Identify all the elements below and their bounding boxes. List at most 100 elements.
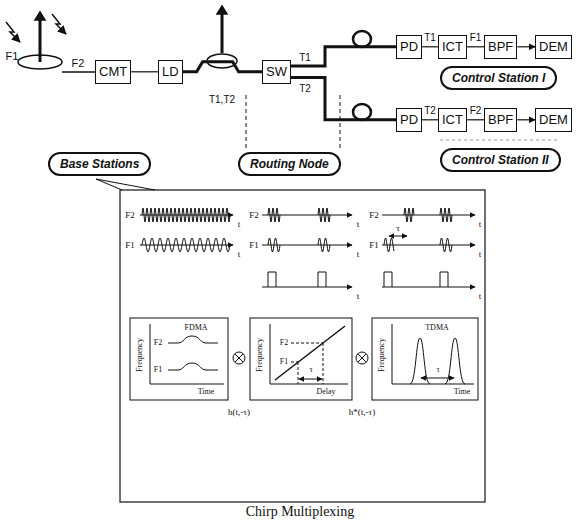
graph-label: F1 xyxy=(154,366,162,374)
fiber-link xyxy=(291,47,396,66)
node-text: Base Stations xyxy=(60,157,139,171)
edge-label: T1 xyxy=(298,53,312,63)
antenna-tip xyxy=(217,6,227,14)
signal-line xyxy=(422,46,438,47)
radio-wave xyxy=(6,22,20,42)
node-text: Control Station II xyxy=(452,153,549,167)
graph-label: F1 xyxy=(125,241,135,250)
edge-label: F2 xyxy=(469,106,483,116)
guide-line xyxy=(291,362,298,363)
process-box: ICT xyxy=(438,108,467,132)
graph-label: F2 xyxy=(369,211,379,220)
graph-label: F2 xyxy=(249,211,259,220)
process-box: PD xyxy=(396,35,422,59)
gate-pulse xyxy=(384,272,448,287)
fdma-curve xyxy=(168,336,218,343)
station-label: Control Station II xyxy=(440,148,561,172)
multiply-symbol xyxy=(356,352,368,364)
graph-label: Time xyxy=(454,388,471,396)
divider-line xyxy=(340,95,341,148)
graph-label: τ xyxy=(309,366,312,374)
delay-arrow xyxy=(421,378,454,379)
graph-label: t xyxy=(479,220,482,229)
node-text: SW xyxy=(266,64,287,80)
base-station-antenna xyxy=(6,12,95,72)
graph-label: F2 xyxy=(280,339,288,347)
signal-name: F2 xyxy=(72,58,85,69)
routing-antenna xyxy=(207,6,237,68)
process-box: LD xyxy=(158,60,183,84)
edge-label: T2 xyxy=(298,84,312,94)
waveform xyxy=(268,238,280,252)
inset-frame xyxy=(120,190,485,502)
delay-arrow xyxy=(389,236,407,237)
process-box: CMT xyxy=(95,60,131,84)
fiber-coil xyxy=(353,31,371,47)
multiply-symbol xyxy=(235,354,243,362)
edge-label: T1 xyxy=(423,33,437,43)
graph-label: Frequency xyxy=(378,338,386,372)
node-text: DEM xyxy=(539,112,568,128)
time-axes xyxy=(140,215,475,287)
waveform xyxy=(318,208,330,222)
graph-label: t xyxy=(357,250,360,259)
waveform xyxy=(318,238,330,252)
graph-panels xyxy=(130,318,478,400)
waveform xyxy=(142,208,230,222)
edge-label: F1 xyxy=(469,33,483,43)
graph-label: t xyxy=(479,292,482,301)
divider-line xyxy=(440,140,560,141)
graph-axes xyxy=(150,324,224,384)
waveforms xyxy=(142,208,452,252)
graph-label: F1 xyxy=(369,241,379,250)
time-axis xyxy=(382,287,475,288)
radio-wave xyxy=(52,14,66,34)
waveform xyxy=(384,238,394,252)
delay-arrow xyxy=(299,379,322,380)
process-box: PD xyxy=(396,108,422,132)
section-label: Base Stations xyxy=(48,152,151,176)
callout-line xyxy=(96,179,155,190)
signal-line xyxy=(131,71,158,72)
graph-axes xyxy=(270,324,348,384)
graph-label: t xyxy=(479,250,482,259)
process-box: DEM xyxy=(535,35,572,59)
graph-label: τ xyxy=(436,366,439,374)
graph-label: TDMA xyxy=(425,324,449,332)
signal-line xyxy=(517,119,535,120)
node-text: PD xyxy=(400,39,418,55)
node-text: Routing Node xyxy=(250,157,329,171)
node-text: ICT xyxy=(442,39,463,55)
signal-line xyxy=(422,119,438,120)
graph-label: F1 xyxy=(280,358,288,366)
antenna-tip xyxy=(35,12,45,20)
graph-label: h(t,-τ) xyxy=(228,408,250,417)
graph-frame xyxy=(250,318,352,400)
graph-label: t xyxy=(357,292,360,301)
node-text: DEM xyxy=(539,39,568,55)
waveform xyxy=(268,208,280,222)
section-label: Routing Node xyxy=(238,152,341,176)
graph-label: τ xyxy=(396,224,400,233)
fiber-link xyxy=(291,78,396,120)
graph-label: F1 xyxy=(249,241,259,250)
waveform xyxy=(404,208,414,222)
antenna-mast xyxy=(221,14,224,53)
time-axis xyxy=(382,245,475,246)
figure-caption: Chirp Multiplexing xyxy=(246,505,355,519)
waveform xyxy=(440,238,452,252)
process-box: DEM xyxy=(535,108,572,132)
signal-name: F1 xyxy=(6,51,19,62)
process-box: BPF xyxy=(484,35,517,59)
divider-line xyxy=(246,95,247,148)
multiply-symbol xyxy=(233,352,245,364)
node-text: LD xyxy=(162,64,179,80)
graph-label: t xyxy=(357,220,360,229)
node-text: Control Station I xyxy=(452,71,545,85)
guide-line xyxy=(323,343,324,384)
station-label: Control Station I xyxy=(440,66,557,90)
callout-line xyxy=(96,179,122,190)
switch-box: SW xyxy=(262,60,291,84)
graph-axes xyxy=(392,324,474,384)
graph-label: t xyxy=(238,220,241,229)
